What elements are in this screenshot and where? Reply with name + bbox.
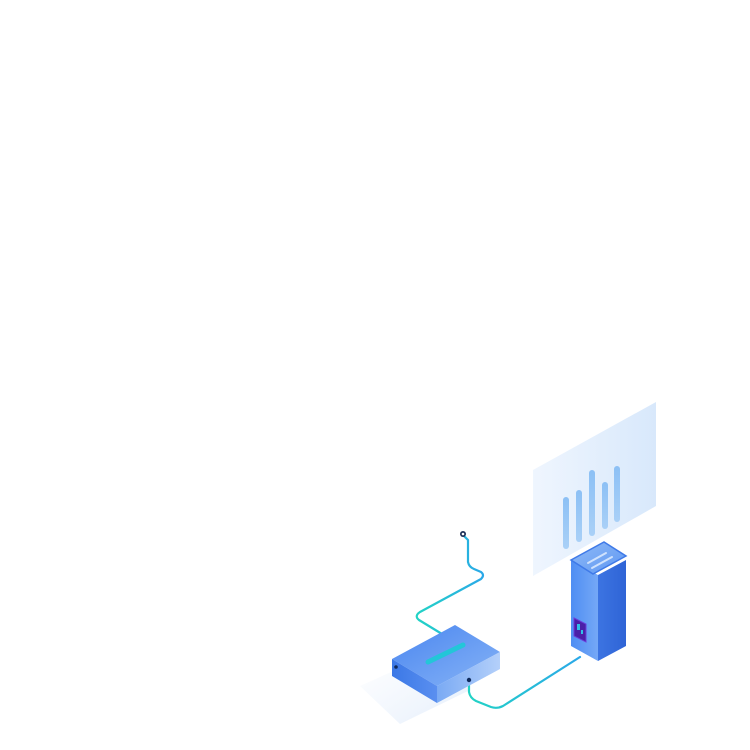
router-right-face [437, 652, 500, 703]
cable-icon [415, 533, 582, 709]
tower-right-face [598, 560, 626, 661]
router-left-face [392, 659, 437, 703]
panel-bar-4 [602, 482, 608, 529]
network-router-icon [392, 625, 500, 703]
cable-plug [460, 531, 466, 537]
router-port-side [466, 677, 472, 683]
cable-lower [467, 655, 582, 709]
panel-bar-2 [576, 490, 582, 542]
router-light-bar [425, 642, 466, 665]
panel-bar-3 [589, 470, 595, 536]
router-port-front [394, 665, 398, 669]
bar-chart-panel-icon [563, 466, 620, 549]
server-tower-icon [569, 541, 628, 661]
panel-bar-1 [563, 497, 569, 549]
cable-upper [415, 533, 485, 636]
tower-control-panel [573, 617, 587, 643]
panel-bar-5 [614, 466, 620, 522]
chart-panel [533, 402, 656, 576]
tower-left-face [571, 560, 598, 661]
